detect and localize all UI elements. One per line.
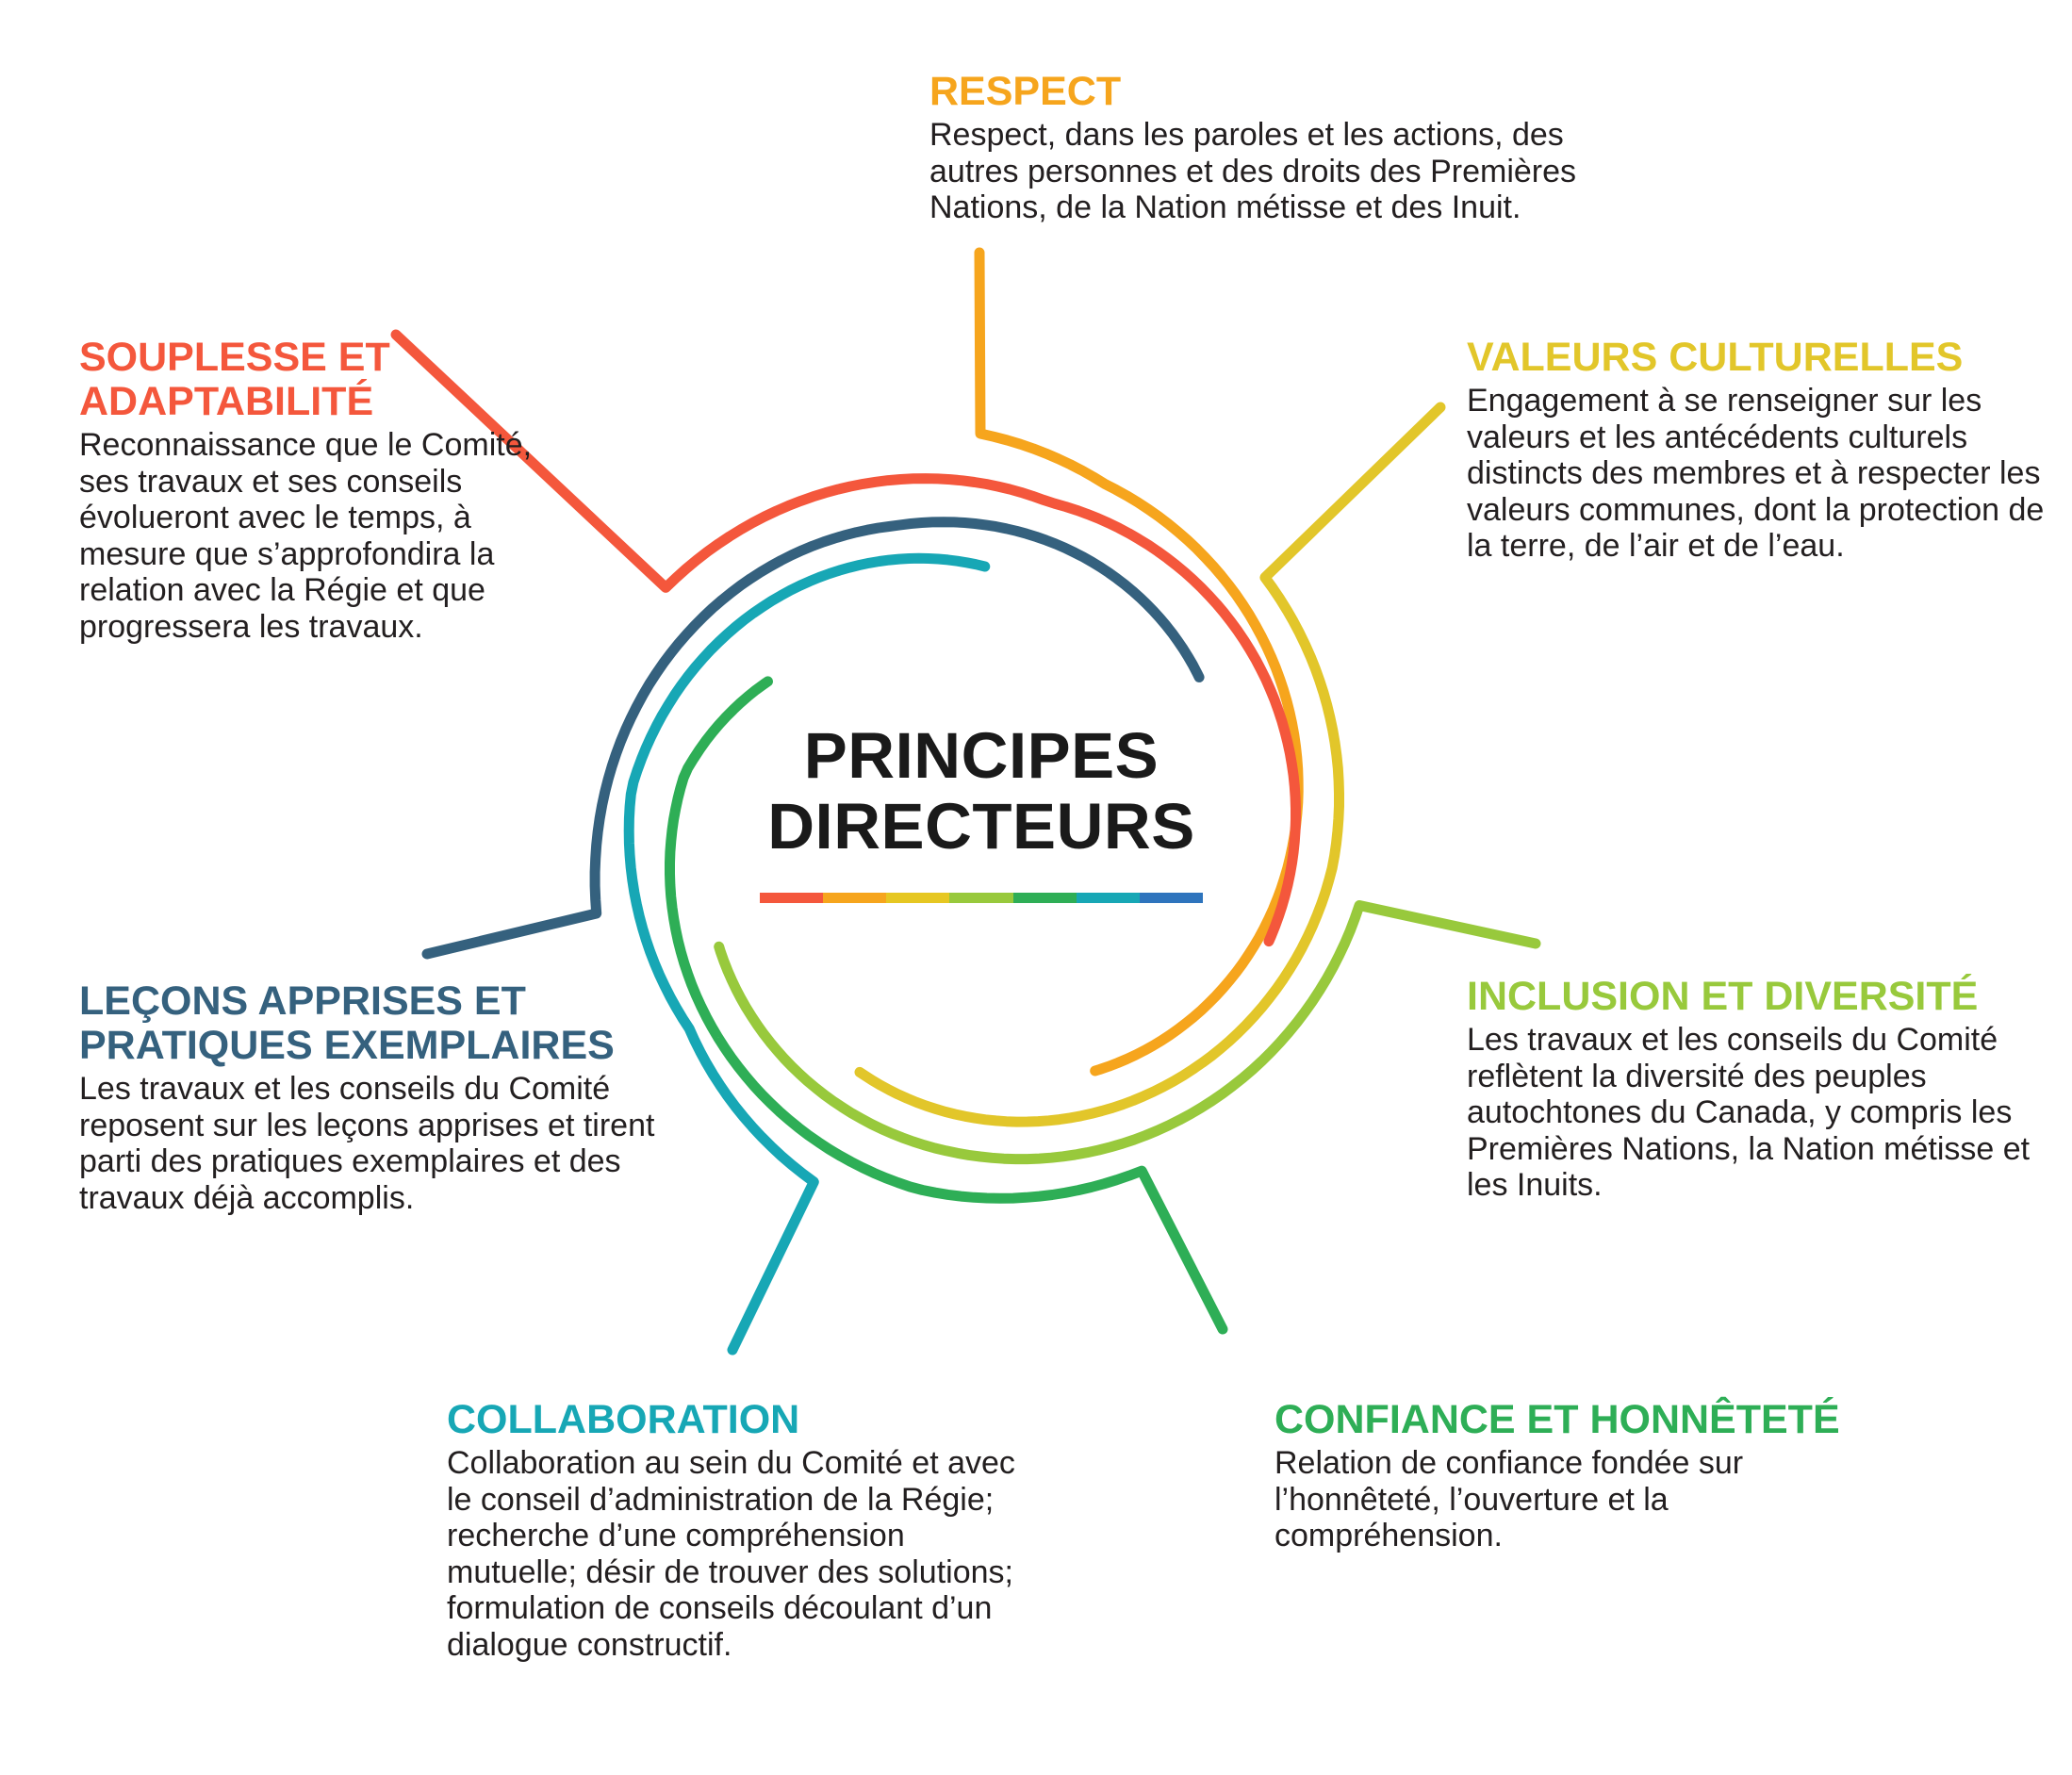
principle-heading: COLLABORATION — [447, 1397, 800, 1442]
title-underline — [760, 893, 1203, 903]
underline-segment — [760, 893, 824, 903]
arc-inclusion — [714, 900, 1541, 1165]
principle-body: Les travaux et les conseils du Comité re… — [1467, 1022, 2031, 1203]
principle-body: Reconnaissance que le Comité, ses travau… — [79, 427, 533, 645]
principle-confiance-honnetete: CONFIANCE ET HONNÊTETÉ Relation de confi… — [1274, 1398, 1934, 1554]
principle-heading: INCLUSION ET DIVERSITÉ — [1467, 974, 1979, 1019]
underline-segment — [1076, 893, 1140, 903]
principle-body: Collaboration au sein du Comité et avec … — [447, 1445, 1015, 1663]
principle-heading: VALEURS CULTURELLES — [1467, 335, 1964, 380]
principle-lecons-apprises: LEÇONS APPRISES ET PRATIQUES EXEMPLAIRES… — [79, 979, 777, 1216]
principle-heading: RESPECT — [929, 69, 1122, 114]
underline-segment — [823, 893, 887, 903]
principle-body: Respect, dans les paroles et les actions… — [929, 117, 1577, 225]
arc-valeurs — [854, 402, 1446, 1127]
principle-souplesse-adaptabilite: SOUPLESSE ET ADAPTABILITÉ Reconnaissance… — [79, 336, 664, 645]
arc-lecons — [421, 517, 1205, 960]
principle-body: Engagement à se renseigner sur les valeu… — [1467, 383, 2045, 564]
arc-confiance — [665, 676, 1228, 1335]
underline-segment — [949, 893, 1013, 903]
page-title: PRINCIPES DIRECTEURS — [651, 720, 1311, 903]
principle-heading: SOUPLESSE ET ADAPTABILITÉ — [79, 335, 390, 424]
arc-respect — [974, 247, 1304, 1077]
principle-heading: CONFIANCE ET HONNÊTETÉ — [1274, 1397, 1840, 1442]
arc-collaboration — [623, 552, 991, 1356]
principle-inclusion-diversite: INCLUSION ET DIVERSITÉ Les travaux et le… — [1467, 975, 2070, 1204]
underline-segment — [1139, 893, 1203, 903]
underline-segment — [886, 893, 950, 903]
principle-body: Relation de confiance fondée sur l’honnê… — [1274, 1445, 1744, 1553]
arc-souplesse — [390, 329, 1301, 947]
page-title-text: PRINCIPES DIRECTEURS — [767, 719, 1195, 863]
principle-heading: LEÇONS APPRISES ET PRATIQUES EXEMPLAIRES — [79, 978, 615, 1068]
principle-body: Les travaux et les conseils du Comité re… — [79, 1071, 655, 1216]
underline-segment — [1012, 893, 1077, 903]
principle-valeurs-culturelles: VALEURS CULTURELLES Engagement à se rens… — [1467, 336, 2070, 565]
principle-collaboration: COLLABORATION Collaboration au sein du C… — [447, 1398, 1144, 1663]
principle-respect: RESPECT Respect, dans les paroles et les… — [929, 70, 1646, 226]
